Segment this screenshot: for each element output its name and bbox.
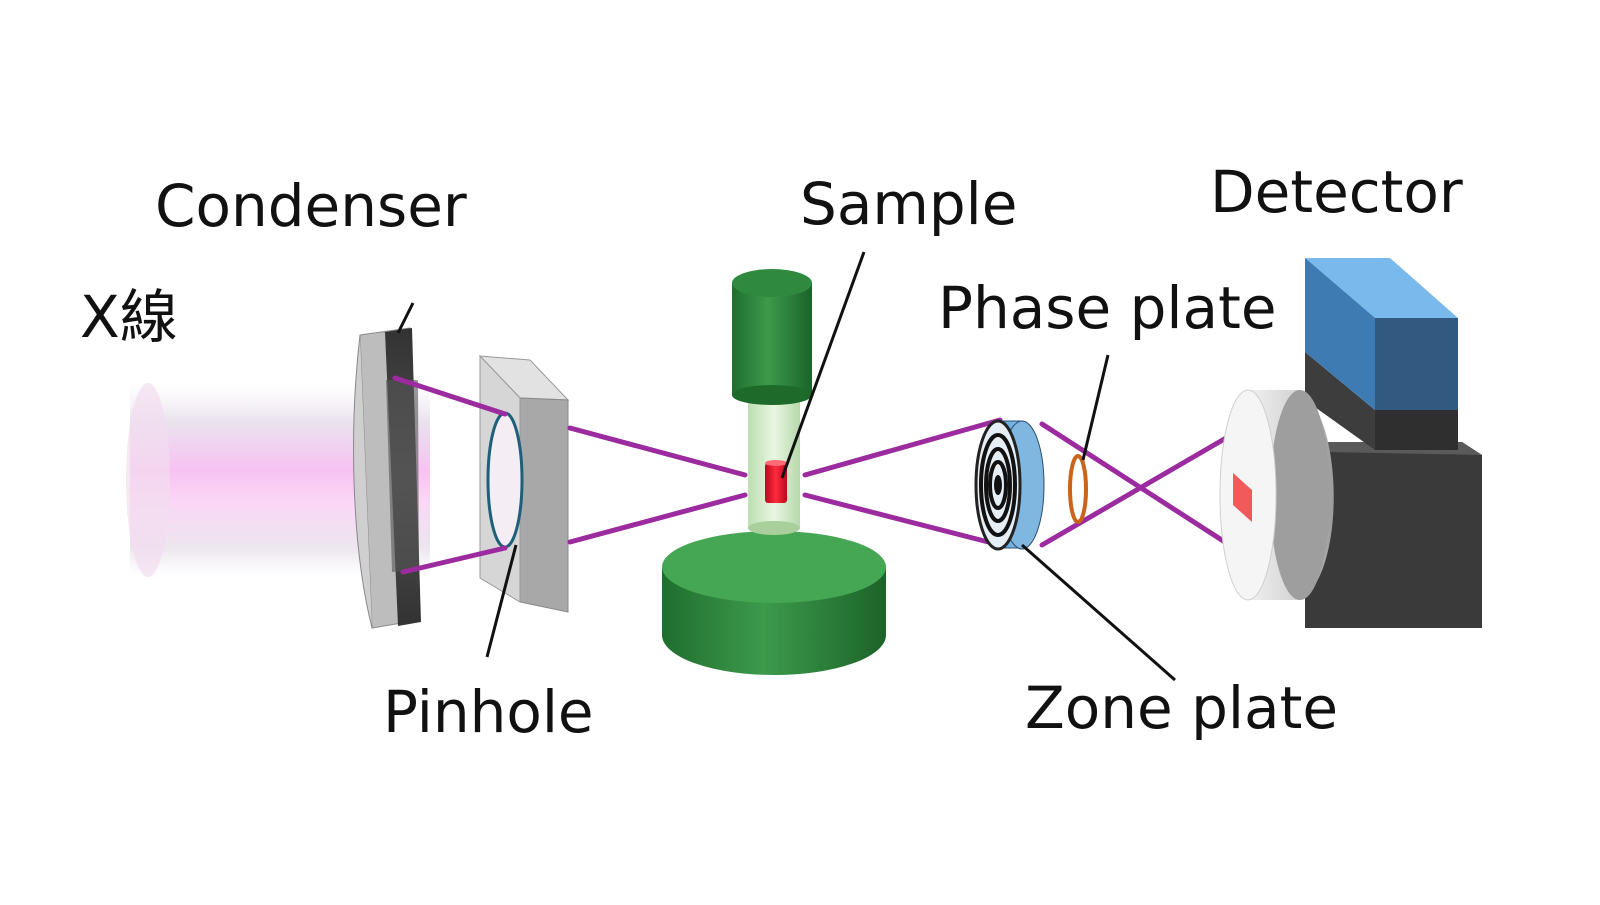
pinhole-plate — [478, 354, 570, 613]
phase-plate — [1068, 454, 1088, 524]
sample-leader — [780, 251, 866, 479]
label-condenser: Condenser — [155, 172, 467, 240]
phase-plate-leader — [1081, 354, 1110, 461]
beam-rays — [392, 375, 1248, 575]
label-sample: Sample — [800, 170, 1017, 238]
sample-stage-top — [732, 269, 812, 405]
condenser-leader — [396, 302, 415, 334]
sample — [765, 460, 787, 503]
pinhole-leader — [485, 544, 518, 658]
label-phase-plate: Phase plate — [938, 274, 1277, 342]
detector — [1219, 258, 1482, 628]
label-zone-plate: Zone plate — [1025, 674, 1338, 742]
zone-plate — [974, 419, 1045, 551]
zone-plate-leader — [1021, 543, 1176, 682]
label-xray: X線 — [80, 283, 178, 351]
sample-stage-base — [662, 531, 886, 675]
label-pinhole: Pinhole — [383, 678, 594, 746]
condenser — [353, 327, 421, 629]
label-detector: Detector — [1210, 158, 1463, 226]
